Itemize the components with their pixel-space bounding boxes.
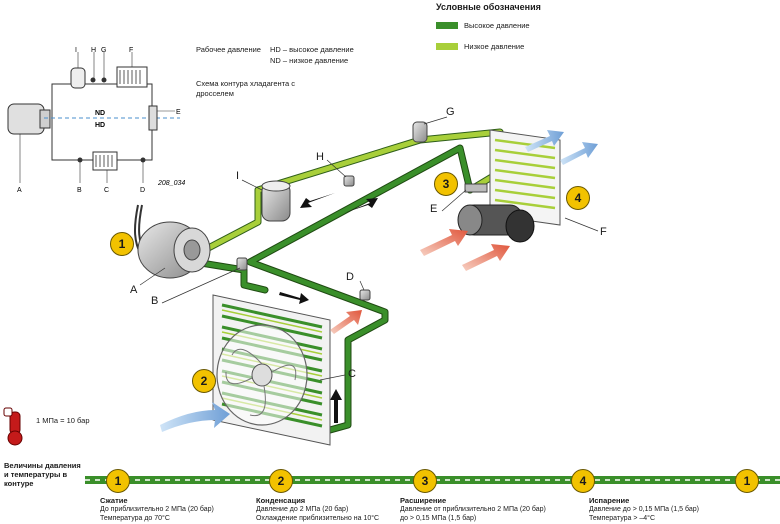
mini-label-H: H [91,47,96,54]
pressure-switch-g [412,121,428,143]
label-F: F [600,226,607,238]
label-G: G [446,106,455,118]
nd-note: ND – низкое давление [270,56,349,65]
mini-label-D: D [140,187,145,194]
label-I: I [236,170,240,182]
label-E: E [430,203,438,215]
stage-condensation-line2: Охлаждение приблизительно на 10°C [256,515,380,522]
badge-expansion: 3 [434,172,458,196]
legend-high-label: Высокое давление [464,21,530,30]
stage-badge-3: 3 [413,469,437,493]
stage-badge-4: 4 [571,469,595,493]
air-in-arrow [160,402,230,432]
mini-schema [7,52,180,183]
cold-air-arrow-1 [525,130,564,152]
hot-air-arrow-1 [420,229,468,256]
condenser [212,294,331,446]
service-valve-d [359,289,371,301]
stage-compression-line2: Температура до 70°C [100,515,170,522]
stage-compression: Сжатие До приблизительно 2 МПа (20 бар) … [100,496,214,523]
stage-badge-5: 1 [735,469,759,493]
mini-label-B: B [77,187,82,194]
legend-low: Низкое давление [436,42,524,51]
hot-air-arrow-2 [462,244,510,271]
evaporator [489,129,561,226]
flow-arrow-condenser [279,292,309,304]
legend-high: Высокое давление [436,21,530,30]
stage-evaporation-line1: Давление до > 0,15 МПа (1,5 бар) [589,506,699,513]
label-leaders [139,116,599,381]
stage-compression-line1: До приблизительно 2 МПа (20 бар) [100,506,214,513]
working-pressure-label: Рабочее давление [196,45,261,54]
stage-expansion-title: Расширение [400,496,447,505]
hd-note: HD – высокое давление [270,45,354,54]
mini-label-G: G [101,47,106,54]
flow-arrow-high [344,198,378,213]
stage-expansion-line2: до > 0,15 МПа (1,5 бар) [400,515,477,522]
stage-badge-2: 2 [269,469,293,493]
label-B: B [151,295,159,307]
label-C: C [348,368,356,380]
stage-compression-title: Сжатие [100,496,128,505]
stage-condensation-line1: Давление до 2 МПа (20 бар) [256,506,349,513]
badge-evaporation: 4 [566,186,590,210]
mini-label-I: I [75,47,77,54]
service-valve-h [343,175,355,187]
flow-arrow-up [330,389,342,423]
legend-low-label: Низкое давление [464,42,525,51]
legend-low-swatch [436,43,458,50]
figure-code: 208_034 [157,180,185,187]
expansion-valve [464,183,488,193]
label-A: A [130,284,138,296]
compressor [134,204,211,279]
stage-expansion: Расширение Давление от приблизительно 2 … [400,496,546,523]
mini-hd: HD [95,122,105,129]
bottom-title: Величины давления и температуры в контур… [4,461,81,488]
mini-nd: ND [95,110,105,117]
blower [457,204,535,243]
mini-label-C: C [104,187,109,194]
accumulator [261,180,291,222]
flow-arrow-low [300,193,335,208]
stage-evaporation: Испарение Давление до > 0,15 МПа (1,5 ба… [589,496,699,523]
label-D: D [346,271,354,283]
mini-label-E: E [176,109,181,116]
stage-evaporation-title: Испарение [589,496,630,505]
badge-compression: 1 [110,232,134,256]
stage-condensation-title: Конденсация [256,496,306,505]
mini-label-A: A [17,187,22,194]
schema-note: Схема контура хладагента с дросселем [196,79,296,98]
badge-condensation: 2 [192,369,216,393]
label-H: H [316,151,324,163]
mini-label-F: F [129,47,133,54]
stage-condensation: Конденсация Давление до 2 МПа (20 бар) О… [256,496,379,523]
service-valve-b [236,257,248,271]
thermometer-mascot-icon [3,407,23,446]
warm-air-arrow [330,310,362,334]
legend-high-swatch [436,22,458,29]
cold-air-arrow-2 [560,142,598,165]
legend-title: Условные обозначения [436,2,541,12]
stage-evaporation-line2: Температура > –4°C [589,515,656,522]
unit-note: 1 МПа = 10 бар [36,416,90,425]
stage-expansion-line1: Давление от приблизительно 2 МПа (20 бар… [400,506,546,513]
stage-badge-1: 1 [106,469,130,493]
